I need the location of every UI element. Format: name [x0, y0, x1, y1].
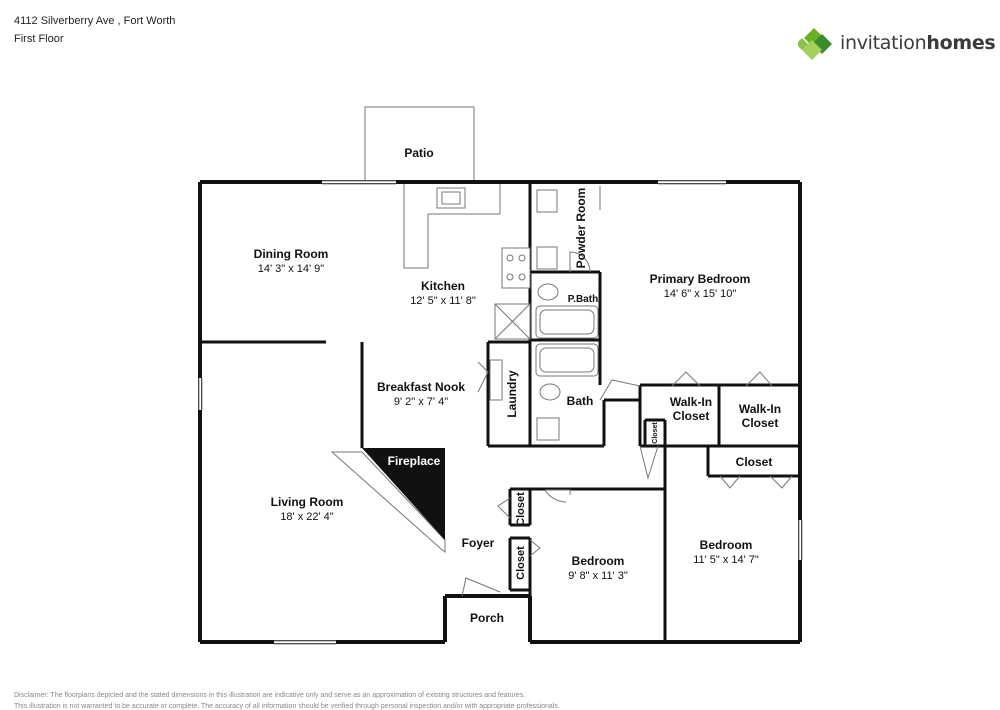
patio-label: Patio: [404, 146, 433, 160]
breakfast-nook-label: Breakfast Nook: [377, 380, 465, 394]
brand-name: invitationhomes: [840, 32, 996, 54]
bedroom-2-label: Bedroom: [700, 538, 753, 552]
brand-logo: invitationhomes: [796, 26, 996, 62]
fireplace-label: Fireplace: [388, 454, 441, 468]
small-closet-label: Closet: [652, 422, 659, 444]
exterior-walls: [198, 180, 802, 644]
diamond-cluster-logo-icon: [796, 28, 832, 60]
breakfast-nook-dims: 9' 2" x 7' 4": [394, 396, 448, 408]
walkin-closet-2-line1: Walk-In: [739, 402, 781, 416]
primary-bedroom-dims: 14' 6" x 15' 10": [664, 288, 737, 300]
bath-fixtures: [489, 186, 601, 441]
fireplace: [330, 448, 446, 554]
kitchen-label: Kitchen: [421, 279, 465, 293]
dining-room-dims: 14' 3" x 14' 9": [258, 263, 325, 275]
patio-area: [364, 106, 475, 183]
floor-label: First Floor: [14, 33, 64, 45]
disclaimer-line-1: Disclaimer: The floorplans depicted and …: [14, 692, 526, 699]
primary-bedroom-label: Primary Bedroom: [650, 272, 751, 286]
kitchen-dims: 12' 5" x 11' 8": [410, 295, 476, 307]
foyer-closet-2-label: Closet: [515, 546, 527, 580]
powder-room-label: Powder Room: [574, 188, 588, 269]
living-room-dims: 18' x 22' 4": [280, 511, 333, 523]
property-address: 4112 Silverberry Ave , Fort Worth: [14, 15, 176, 27]
dining-room-label: Dining Room: [254, 247, 329, 261]
walkin-closet-1-line1: Walk-In: [670, 395, 712, 409]
interior-walls: [200, 182, 800, 642]
foyer-closet-1-label: Closet: [515, 492, 527, 526]
pbath-label: P.Bath: [568, 294, 598, 305]
window-frames: [198, 180, 803, 645]
doors: [461, 251, 793, 597]
bedroom-1-label: Bedroom: [572, 554, 625, 568]
foyer-label: Foyer: [462, 536, 495, 550]
living-room-label: Living Room: [271, 495, 344, 509]
bedroom-2-dims: 11' 5" x 14' 7": [693, 554, 759, 566]
walkin-closet-1-line2: Closet: [673, 409, 710, 423]
laundry-label: Laundry: [505, 370, 519, 418]
bath-label: Bath: [567, 394, 594, 408]
walkin-closet-2-line2: Closet: [742, 416, 779, 430]
right-closet-label: Closet: [736, 455, 773, 469]
windows: [199, 181, 801, 643]
porch-label: Porch: [470, 611, 504, 625]
kitchen-counters: [403, 184, 531, 340]
room-labels: Patio Dining Room 14' 3" x 14' 9" Kitche…: [254, 146, 781, 625]
bedroom-1-dims: 9' 8" x 11' 3": [568, 570, 628, 582]
